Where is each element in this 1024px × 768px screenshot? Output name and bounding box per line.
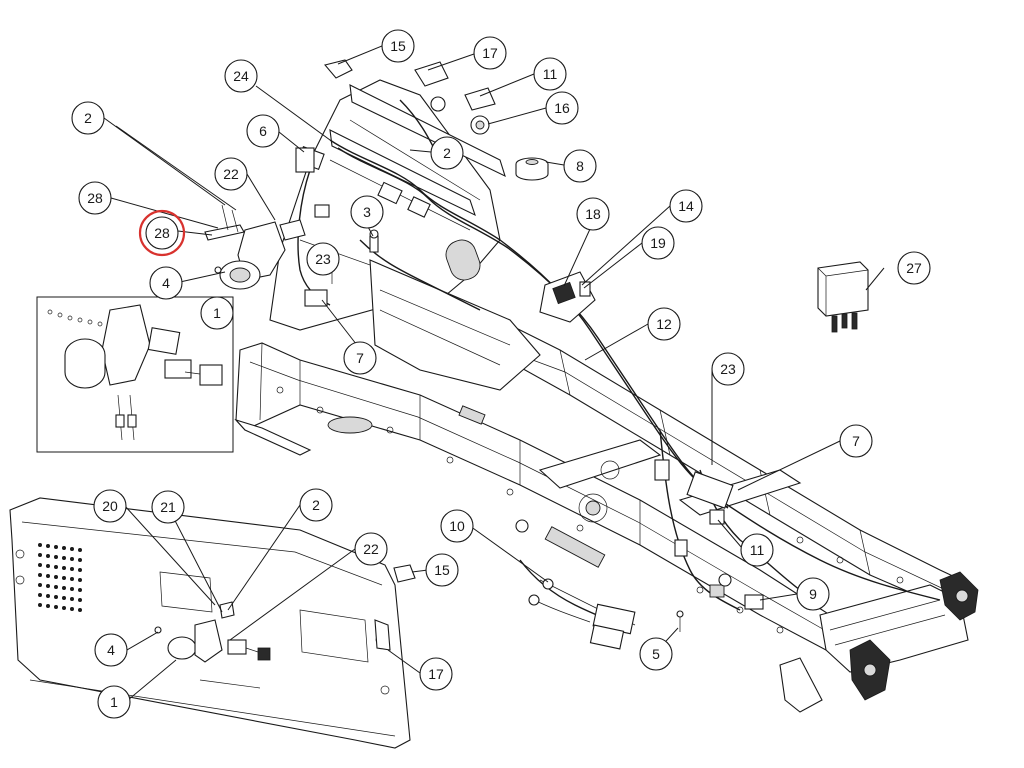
callout-16: 16: [545, 91, 579, 125]
callout-2-mid: 2: [430, 136, 464, 170]
callout-label: 7: [356, 350, 364, 366]
callout-label: 1: [110, 694, 118, 710]
callout-7-upper: 7: [343, 341, 377, 375]
callout-12: 12: [647, 307, 681, 341]
callout-8: 8: [563, 149, 597, 183]
callout-4-upper: 4: [149, 266, 183, 300]
callout-20: 20: [93, 489, 127, 523]
callout-label: 9: [809, 586, 817, 602]
callout-5: 5: [639, 637, 673, 671]
upper-body-panel: [269, 79, 541, 391]
callout-label: 2: [312, 497, 320, 513]
callout-label: 1: [213, 305, 221, 321]
dash-panel: [9, 497, 411, 749]
callout-18: 18: [576, 197, 610, 231]
callout-label: 4: [162, 275, 170, 291]
callout-24: 24: [224, 59, 258, 93]
callout-label: 23: [315, 251, 331, 267]
callout-label: 24: [233, 68, 249, 84]
callout-17-lower: 17: [419, 657, 453, 691]
callout-14: 14: [669, 189, 703, 223]
callout-28-top: 28: [78, 181, 112, 215]
callout-label: 3: [363, 204, 371, 220]
buzzer-assembly-upper: [204, 204, 306, 290]
callout-19: 19: [641, 226, 675, 260]
callout-label: 15: [390, 38, 406, 54]
main-frame: [234, 304, 979, 713]
callout-label: 8: [576, 158, 584, 174]
callout-2-left: 2: [71, 101, 105, 135]
callout-6: 6: [246, 114, 280, 148]
callout-2-lower: 2: [299, 488, 333, 522]
callout-label: 23: [720, 361, 736, 377]
relay-27: [817, 261, 869, 333]
callout-label: 2: [443, 145, 451, 161]
callout-label: 17: [428, 666, 444, 682]
callout-label: 28: [87, 190, 103, 206]
callout-22-top: 22: [214, 157, 248, 191]
detail-inset: [36, 296, 234, 453]
callout-11-top: 11: [533, 57, 567, 91]
callout-label: 6: [259, 123, 267, 139]
callout-15-top: 15: [381, 29, 415, 63]
callout-21: 21: [151, 490, 185, 524]
callout-label: 11: [543, 66, 558, 82]
callout-label: 20: [102, 498, 118, 514]
callout-label: 12: [656, 316, 672, 332]
callout-1-lower: 1: [97, 685, 131, 719]
callout-23-upper: 23: [306, 242, 340, 276]
callout-label: 21: [160, 499, 176, 515]
harness-10: [515, 519, 732, 650]
callout-15-lower: 15: [425, 553, 459, 587]
callout-17-top: 17: [473, 36, 507, 70]
callout-label: 28: [154, 225, 170, 241]
callout-label: 7: [852, 433, 860, 449]
callout-28-highlighted: 28: [138, 209, 186, 257]
callout-label: 17: [482, 45, 498, 61]
callout-22-lower: 22: [354, 532, 388, 566]
callout-11-lower: 11: [740, 533, 774, 567]
callout-label: 11: [750, 542, 765, 558]
callouts: 15 17 11 24 16 2 6 2 8 22 28 28 3 18 14 …: [71, 29, 931, 719]
callout-1-upper: 1: [200, 296, 234, 330]
callout-label: 22: [223, 166, 239, 182]
callout-label: 15: [434, 562, 450, 578]
callout-7-lower: 7: [839, 424, 873, 458]
callout-label: 19: [650, 235, 666, 251]
callout-label: 5: [652, 646, 660, 662]
callout-10: 10: [440, 509, 474, 543]
bolt-5: [676, 610, 684, 632]
callout-label: 22: [363, 541, 379, 557]
callout-label: 14: [678, 198, 694, 214]
callout-label: 10: [449, 518, 465, 534]
callout-27: 27: [897, 251, 931, 285]
clip-15-lower: [393, 564, 416, 583]
callout-9: 9: [796, 577, 830, 611]
callout-4-lower: 4: [94, 633, 128, 667]
callout-label: 2: [84, 110, 92, 126]
callout-label: 16: [554, 100, 570, 116]
top-components: [295, 59, 596, 323]
callout-3: 3: [350, 195, 384, 229]
callout-23-lower: 23: [711, 352, 745, 386]
callout-label: 18: [585, 206, 601, 222]
callout-label: 4: [107, 642, 115, 658]
callout-label: 27: [906, 260, 922, 276]
